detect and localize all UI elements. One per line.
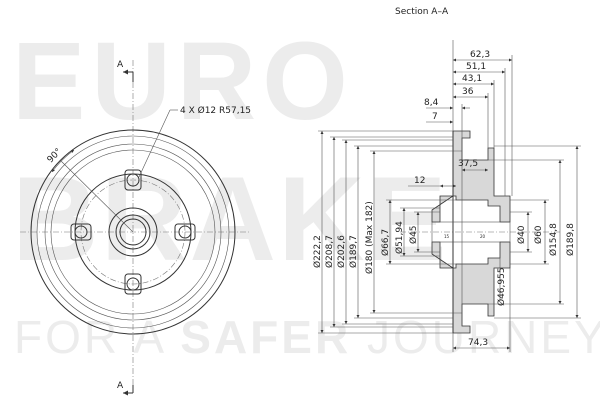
angle-ray [59,159,134,233]
bolt-hole-left [74,225,88,239]
bolt-callout: 4 X Ø12 R57,15 [180,105,251,116]
dim-43-1: 43,1 [462,74,482,84]
dim-37-5: 37,5 [458,159,478,169]
hub-bore [431,221,511,243]
section-title: Section A–A [395,7,449,17]
section-mark-top: A [117,60,124,70]
dim-dia-202-6: Ø202,6 [336,235,347,268]
dim-62-3: 62,3 [470,50,490,60]
dim-dia-180: Ø180 (Max 182) [364,201,375,274]
dim-74-3: 74,3 [468,338,488,348]
angle-label: 90° [46,147,64,165]
drum-step-circle [44,143,222,321]
dim-dia-66-7: Ø66,7 [380,229,391,256]
hub-boss-outer [108,207,158,257]
bolt-pitch-circle [80,179,186,285]
front-view: 90° 4 X Ø12 R57,15 A A [20,60,251,396]
right-diameter-dims: Ø40 Ø60 Ø154,8 Ø189,8 Ø46,955 [488,145,581,319]
bolt-hole-top [126,173,140,187]
dim-dia-40: Ø40 [516,225,527,244]
hub-bore-outer [115,214,151,250]
section-view: Section A–A 62,3 51,1 43,1 [312,7,581,352]
left-diameter-dims: Ø222,2 Ø208,7 Ø202,6 Ø189,7 Ø180 (Max 18… [312,130,462,334]
dim-dia-154-8: Ø154,8 [548,223,559,256]
bolt-boss-bottom [124,273,142,295]
bolt-boss-top [124,169,142,191]
bolt-callout-leader [138,109,171,178]
dim-51-1: 51,1 [466,62,486,72]
dim-8-4: 8,4 [424,98,439,108]
dim-dia-222-2: Ø222,2 [312,235,323,268]
section-mark-bottom: A [117,381,124,391]
dim-dia-189-7: Ø189,7 [348,235,359,268]
angle-arc [51,149,75,173]
bolt-boss-left [70,223,92,241]
tiny-label-20: 20 [480,234,486,239]
dim-36: 36 [462,87,474,97]
dim-12: 12 [414,176,425,186]
tiny-label-15: 15 [444,234,450,239]
dim-dia-208-7: Ø208,7 [324,235,335,268]
dim-dia-46-955: Ø46,955 [496,267,507,306]
bolt-boss-right [174,223,196,241]
drum-outer-circle [30,129,236,335]
drum-rim-circle [36,135,230,329]
dim-dia-45: Ø45 [408,225,419,244]
top-dims: 62,3 51,1 43,1 36 8,4 7 [424,50,513,196]
drum-section-upper [431,130,511,223]
bolt-hole-right [178,225,192,239]
bolt-hole-bottom [126,277,140,291]
dim-dia-189-8: Ø189,8 [565,223,576,256]
drum-inner-circle [50,149,216,315]
dim-7: 7 [432,112,438,122]
dim-dia-51-94: Ø51,94 [394,221,405,254]
hub-bore-inner [119,218,147,246]
dim-dia-60: Ø60 [533,225,544,244]
